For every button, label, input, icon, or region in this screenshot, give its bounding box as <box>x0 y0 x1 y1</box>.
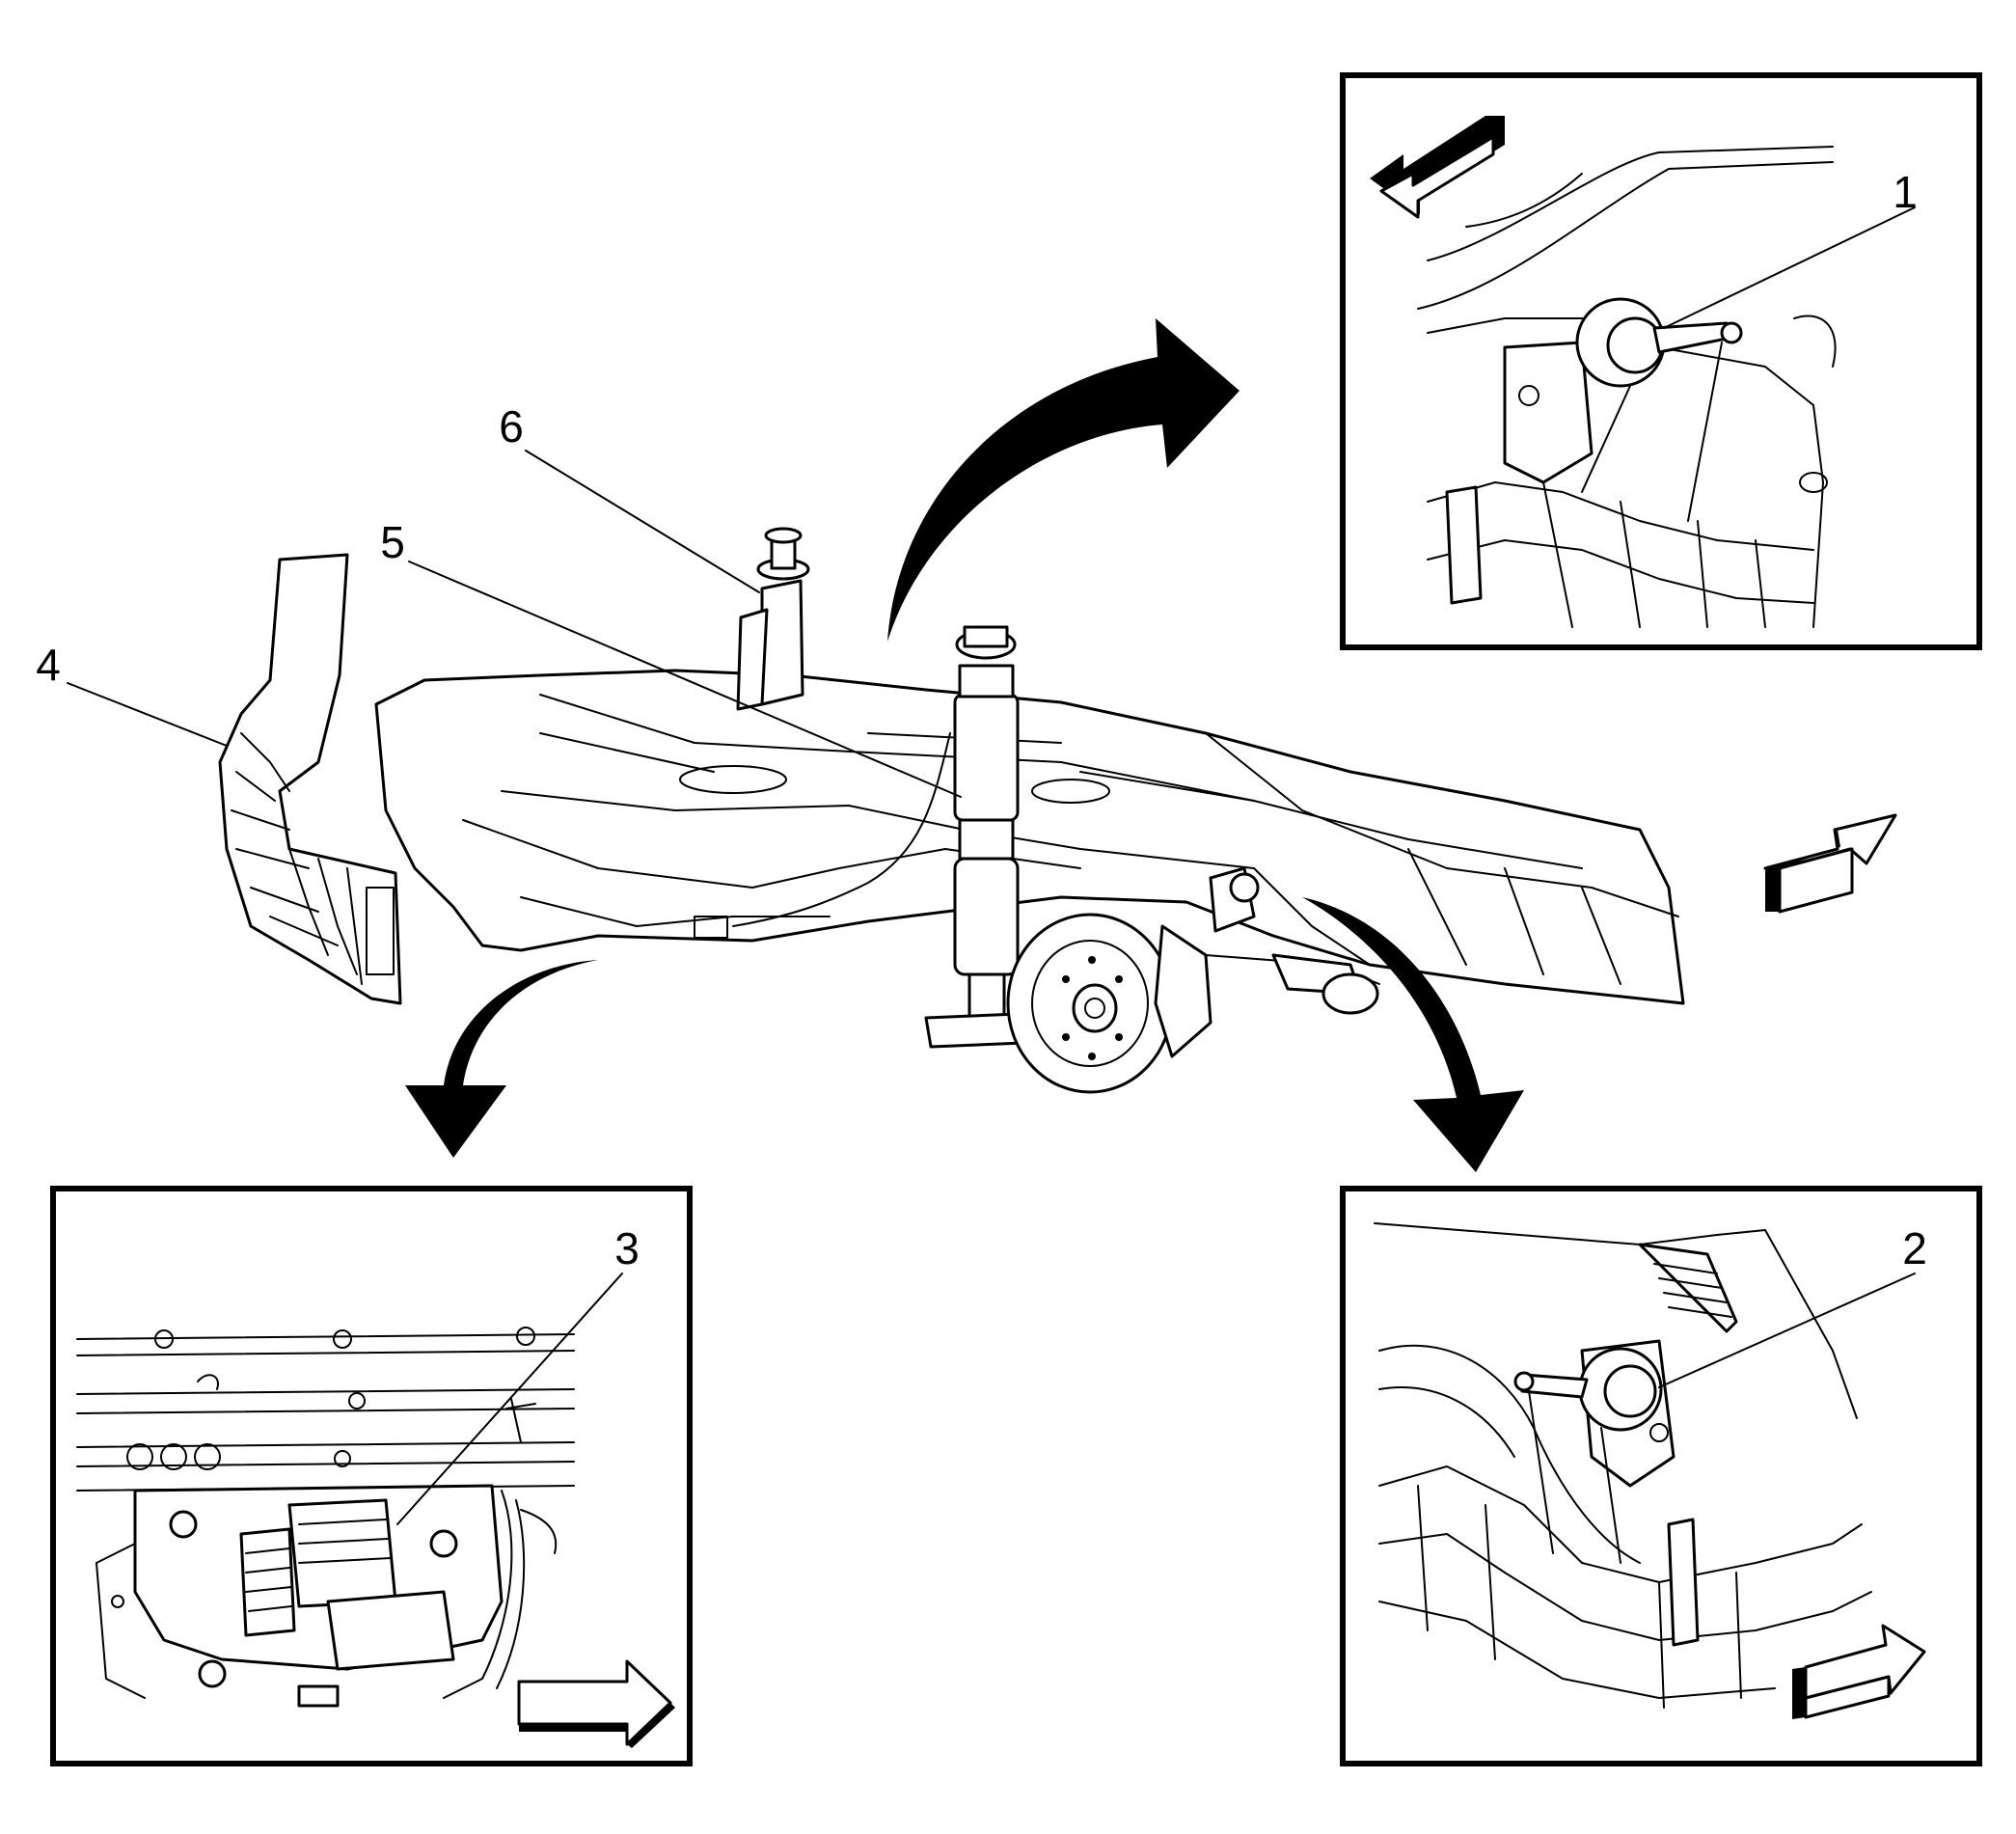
callout-3: 3 <box>614 1223 640 1273</box>
rear-shock-left <box>736 527 810 711</box>
callout-2: 2 <box>1902 1223 1927 1273</box>
callout-4: 4 <box>36 640 61 690</box>
leader-lines <box>67 450 962 798</box>
detail-view-1 <box>1340 72 1982 650</box>
forward-direction-arrow-icon <box>1792 1624 1926 1719</box>
leader-line-1 <box>1663 206 1916 329</box>
wheel-hub-rotor <box>1006 866 1380 1094</box>
detail-view-2 <box>1340 1186 1982 1766</box>
rearward-direction-arrow-icon <box>1370 116 1505 219</box>
bumper-absorber <box>218 553 402 1005</box>
detail-view-3 <box>50 1186 693 1766</box>
exhaust-tip <box>1271 953 1379 1015</box>
forward-direction-arrow-icon <box>1763 813 1897 914</box>
leader-line-2 <box>1658 1273 1916 1388</box>
callout-1: 1 <box>1893 167 1918 217</box>
detail-view-curved-arrow-icon <box>405 318 1524 1172</box>
detail-2-drawing <box>1374 1222 1926 1719</box>
detail-3-drawing <box>76 1327 675 1748</box>
detail-1-drawing <box>1370 116 1837 628</box>
callout-6: 6 <box>499 401 524 452</box>
leader-line-6 <box>525 450 760 593</box>
leader-line-4 <box>67 682 228 747</box>
forward-direction-arrow-icon <box>517 1659 675 1748</box>
leader-line-5 <box>408 561 962 798</box>
leader-line-3 <box>396 1273 623 1525</box>
callout-5: 5 <box>380 517 405 567</box>
